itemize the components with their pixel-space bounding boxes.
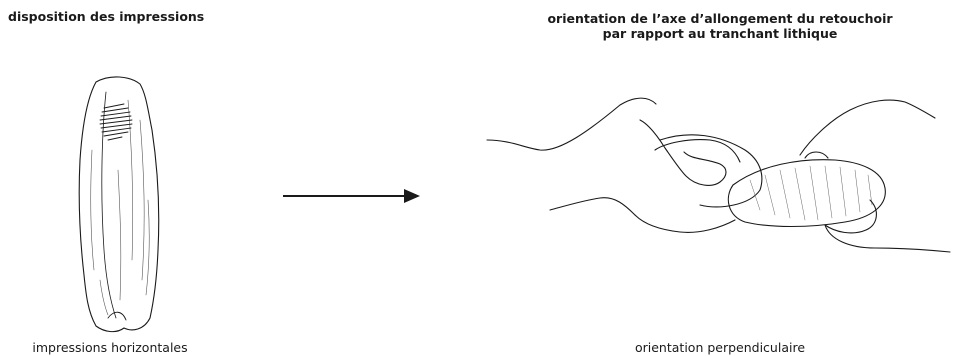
right-panel-caption: orientation perpendiculaire xyxy=(634,340,806,355)
hands-retouching-drawing xyxy=(486,97,951,253)
right-hand-upper xyxy=(799,99,936,156)
right-panel-title-line-2: par rapport au tranchant lithique xyxy=(602,26,838,41)
left-arm xyxy=(486,97,657,151)
right-hand-fingers xyxy=(824,199,877,234)
bone-retoucher-drawing xyxy=(78,76,160,333)
right-panel-title: orientation de l’axe d’allongement du re… xyxy=(530,11,910,41)
impression-marks xyxy=(99,103,133,141)
bone-texture xyxy=(90,99,150,316)
left-arm-lower xyxy=(549,197,636,216)
left-hand-palm xyxy=(634,214,736,233)
bone-inner-edge xyxy=(101,91,117,319)
lithic-texture xyxy=(749,165,873,221)
left-panel-caption: impressions horizontales xyxy=(32,340,188,355)
arrow-right xyxy=(283,189,420,203)
bone-outline xyxy=(78,76,160,333)
left-hand-fingers xyxy=(639,119,727,186)
bone-base xyxy=(107,311,127,321)
left-hand-knuckle xyxy=(654,139,741,163)
right-panel-title-line-1: orientation de l’axe d’allongement du re… xyxy=(547,11,893,26)
right-hand-thumb xyxy=(804,151,829,159)
held-retoucher xyxy=(659,134,763,208)
left-panel-title: disposition des impressions xyxy=(8,9,205,24)
lithic-flake xyxy=(727,159,886,228)
right-hand-lower xyxy=(824,224,951,253)
